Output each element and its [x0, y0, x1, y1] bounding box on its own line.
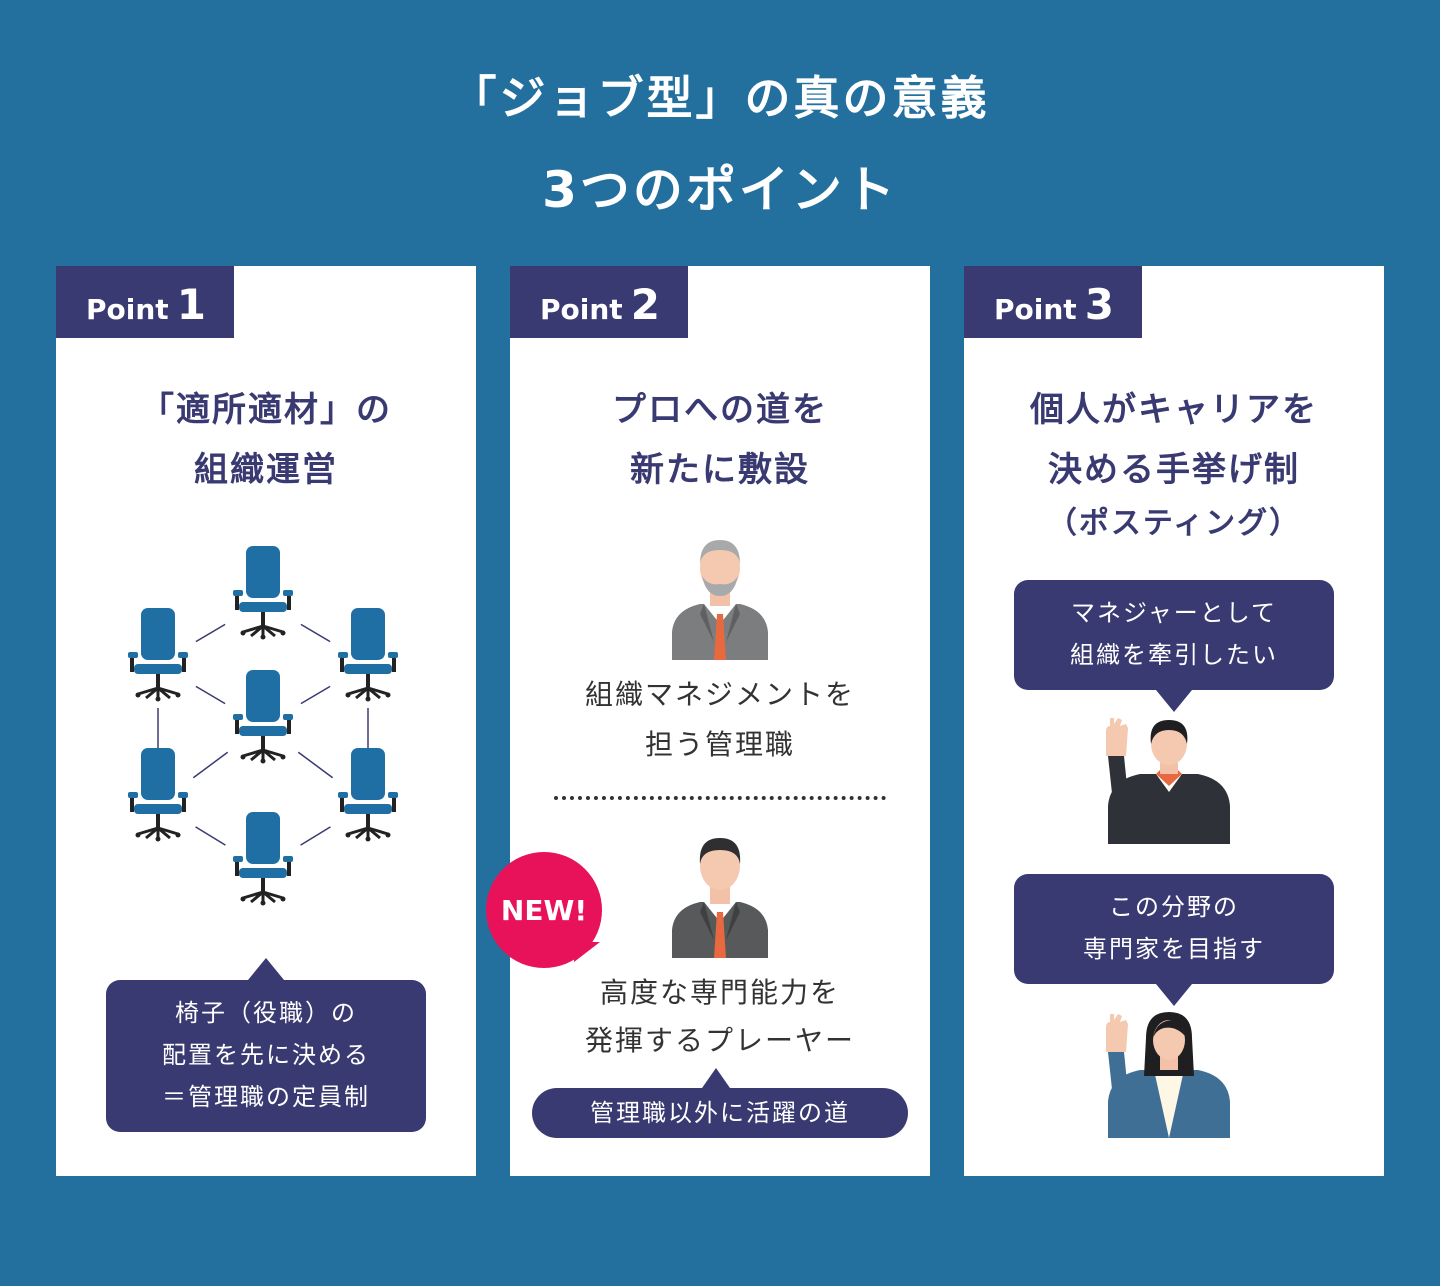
point-number: 3 — [1084, 280, 1114, 329]
chair-network-icon — [128, 546, 398, 906]
player-line2: 発揮するプレーヤー — [584, 1024, 855, 1057]
point-label: Point — [540, 293, 623, 326]
manager-line2: 担う管理職 — [644, 728, 795, 761]
point-number: 1 — [176, 280, 206, 329]
senior-manager-icon — [672, 540, 768, 660]
divider — [554, 796, 886, 800]
player-line1: 高度な専門能力を — [599, 976, 840, 1009]
professional-icon — [672, 838, 768, 958]
bubble1-line1: マネジャーとして — [1070, 599, 1278, 627]
pill-pointer — [702, 1068, 730, 1088]
chair-link — [300, 623, 331, 643]
point-badge: Point 2 — [510, 266, 688, 338]
chair-link — [192, 751, 229, 779]
chair-link — [297, 751, 334, 779]
career-path-pill: 管理職以外に活躍の道 — [532, 1088, 908, 1138]
chair-link — [195, 826, 226, 846]
chair-link — [300, 826, 331, 846]
card-heading-line1: 個人がキャリアを — [1030, 390, 1318, 430]
office-chair-icon — [338, 748, 398, 842]
callout-line3: ＝管理職の定員制 — [162, 1083, 370, 1111]
point-badge: Point 1 — [56, 266, 234, 338]
callout-pointer — [248, 958, 284, 980]
card-heading-line2: 組織運営 — [194, 450, 338, 490]
speech-bubble-2: この分野の 専門家を目指す — [1014, 874, 1334, 984]
bubble2-pointer — [1156, 984, 1192, 1006]
bubble1-pointer — [1156, 690, 1192, 712]
card-heading-line2: 新たに敷設 — [630, 450, 810, 490]
office-chair-icon — [338, 608, 398, 702]
office-chair-icon — [233, 812, 293, 906]
office-chair-icon — [233, 546, 293, 640]
point-badge: Point 3 — [964, 266, 1142, 338]
new-badge-tail — [574, 942, 600, 962]
title-line1: 「ジョブ型」の真の意義 — [450, 71, 990, 125]
man-raising-hand-icon — [1106, 718, 1230, 844]
card-heading-line1: プロへの道を — [612, 390, 828, 430]
office-chair-icon — [128, 608, 188, 702]
card-subheading: （ポスティング） — [1046, 506, 1302, 541]
point-card-3: Point 3 個人がキャリアを 決める手挙げ制 （ポスティング） マネジャーと… — [964, 266, 1384, 1176]
point-number: 2 — [630, 280, 660, 329]
woman-raising-hand-icon — [1106, 1012, 1230, 1138]
bubble2-line2: 専門家を目指す — [1083, 935, 1265, 963]
point-card-1: Point 1 「適所適材」の 組織運営 椅子（役職）の 配置を先に決める ＝管… — [56, 266, 476, 1176]
office-chair-icon — [128, 748, 188, 842]
card-heading-line2: 決める手挙げ制 — [1048, 450, 1300, 490]
title-line2: 3つのポイント — [542, 161, 898, 219]
card-heading-line1: 「適所適材」の — [140, 390, 392, 430]
point-label: Point — [86, 293, 169, 326]
chair-link — [195, 685, 226, 705]
manager-line1: 組織マネジメントを — [584, 678, 855, 711]
speech-bubble-1: マネジャーとして 組織を牽引したい — [1014, 580, 1334, 690]
point-label: Point — [994, 293, 1077, 326]
chair-link — [300, 685, 331, 705]
callout-box: 椅子（役職）の 配置を先に決める ＝管理職の定員制 — [106, 980, 426, 1132]
bubble2-line1: この分野の — [1109, 893, 1239, 921]
office-chair-icon — [233, 670, 293, 764]
callout-line2: 配置を先に決める — [162, 1041, 370, 1069]
point-card-2: Point 2 プロへの道を 新たに敷設 組織マネジメントを 担う管理職 NEW… — [486, 266, 930, 1176]
chair-link — [195, 623, 226, 643]
callout-line1: 椅子（役職）の — [175, 999, 357, 1027]
bubble1-line2: 組織を牽引したい — [1070, 641, 1278, 669]
